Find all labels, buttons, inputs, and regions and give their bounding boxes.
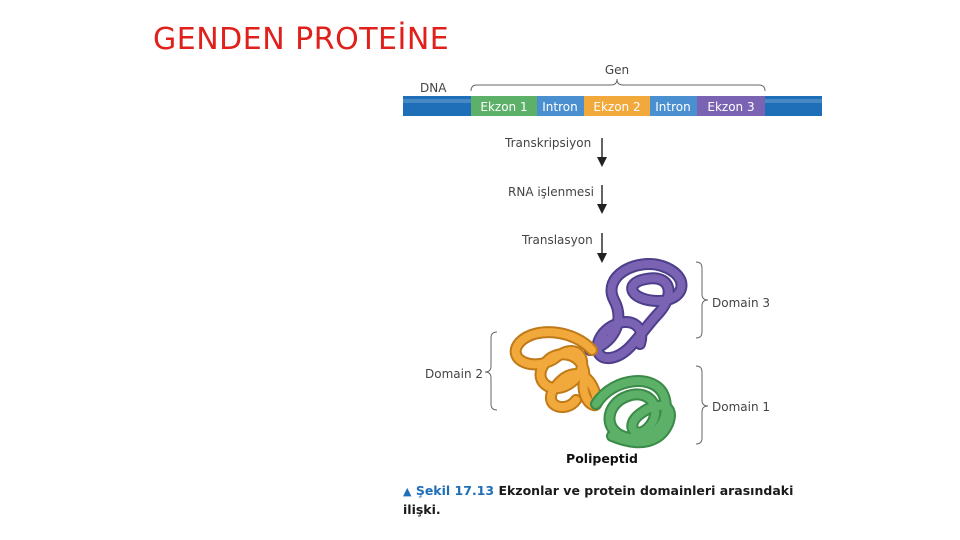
domain-3-coil [584, 258, 688, 364]
domain-3-label: Domain 3 [712, 296, 770, 310]
gene-brace [470, 78, 766, 92]
step-arrow-3-head [597, 253, 607, 263]
dna-label: DNA [420, 81, 447, 95]
domain-2-brace [484, 331, 498, 411]
segment-ekzon-1-label: Ekzon 1 [480, 100, 527, 114]
segment-ekzon-2 [584, 96, 650, 116]
domain-2-label: Domain 2 [425, 367, 483, 381]
segment-ekzon-3 [697, 96, 765, 116]
segment-ekzon-3-label: Ekzon 3 [707, 100, 754, 114]
step-transkripsiyon-label: Transkripsiyon [504, 136, 591, 150]
figure-caption: ▲ Şekil 17.13 Ekzonlar ve protein domain… [403, 482, 823, 519]
segment-ekzon-2-label: Ekzon 2 [593, 100, 640, 114]
segment-intron-1 [537, 96, 584, 116]
slide-title: GENDEN PROTEİNE [153, 22, 450, 57]
domain-1-coil [590, 375, 676, 449]
gene-label: Gen [605, 63, 629, 77]
step-arrow-1-head [597, 157, 607, 167]
dna-strand-right [765, 96, 822, 116]
step-rna-islenmesi-label: RNA işlenmesi [508, 185, 594, 199]
segment-intron-1-label: Intron [542, 100, 577, 114]
segment-ekzon-1 [471, 96, 537, 116]
domain-3-brace [695, 261, 709, 339]
segment-intron-2-label: Intron [655, 100, 690, 114]
domain-1-brace [695, 365, 709, 445]
caption-figure-number: Şekil 17.13 [415, 483, 495, 498]
step-arrow-2-head [597, 204, 607, 214]
caption-text: Ekzonlar ve protein domainleri arasındak… [403, 483, 794, 517]
dna-strand-left [403, 96, 471, 116]
step-translasyon-label: Translasyon [521, 233, 593, 247]
caption-marker: ▲ [403, 485, 412, 498]
polipeptid-label: Polipeptid [566, 451, 638, 466]
domain-1-label: Domain 1 [712, 400, 770, 414]
segment-intron-2 [650, 96, 697, 116]
domain-2-coil [509, 326, 603, 413]
